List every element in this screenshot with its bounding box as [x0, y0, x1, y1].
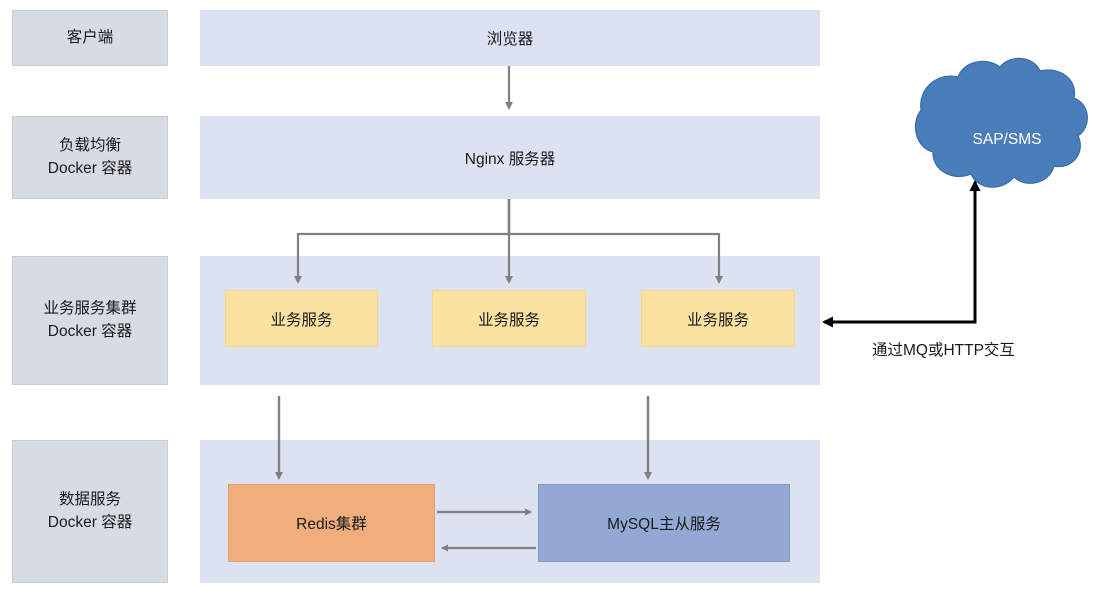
layer-label-business-cluster: 业务服务集群 Docker 容器	[12, 256, 168, 385]
layer-label-client: 客户端	[12, 10, 168, 66]
edge-nginx-to-bus	[298, 199, 719, 236]
node-browser[interactable]: 浏览器	[486, 31, 534, 48]
node-business-service-1[interactable]: 业务服务	[225, 290, 378, 347]
cloud-shape-sap-sms[interactable]	[914, 57, 1088, 188]
layer-label-data-service: 数据服务 Docker 容器	[12, 440, 168, 583]
edge-service-3-to-sap-sms	[822, 180, 981, 328]
node-mysql-service[interactable]: MySQL主从服务	[538, 484, 790, 562]
node-business-service-2[interactable]: 业务服务	[432, 290, 586, 347]
node-business-service-3[interactable]: 业务服务	[641, 290, 795, 347]
cloud-label-sap-sms: SAP/SMS	[972, 131, 1042, 148]
edge-label-mq-http: 通过MQ或HTTP交互	[872, 342, 1015, 359]
band-load-balancer	[200, 116, 820, 199]
band-client	[200, 10, 820, 66]
layer-label-load-balancer: 负载均衡 Docker 容器	[12, 116, 168, 199]
node-redis-cluster[interactable]: Redis集群	[228, 484, 435, 562]
node-nginx-server[interactable]: Nginx 服务器	[464, 150, 556, 168]
